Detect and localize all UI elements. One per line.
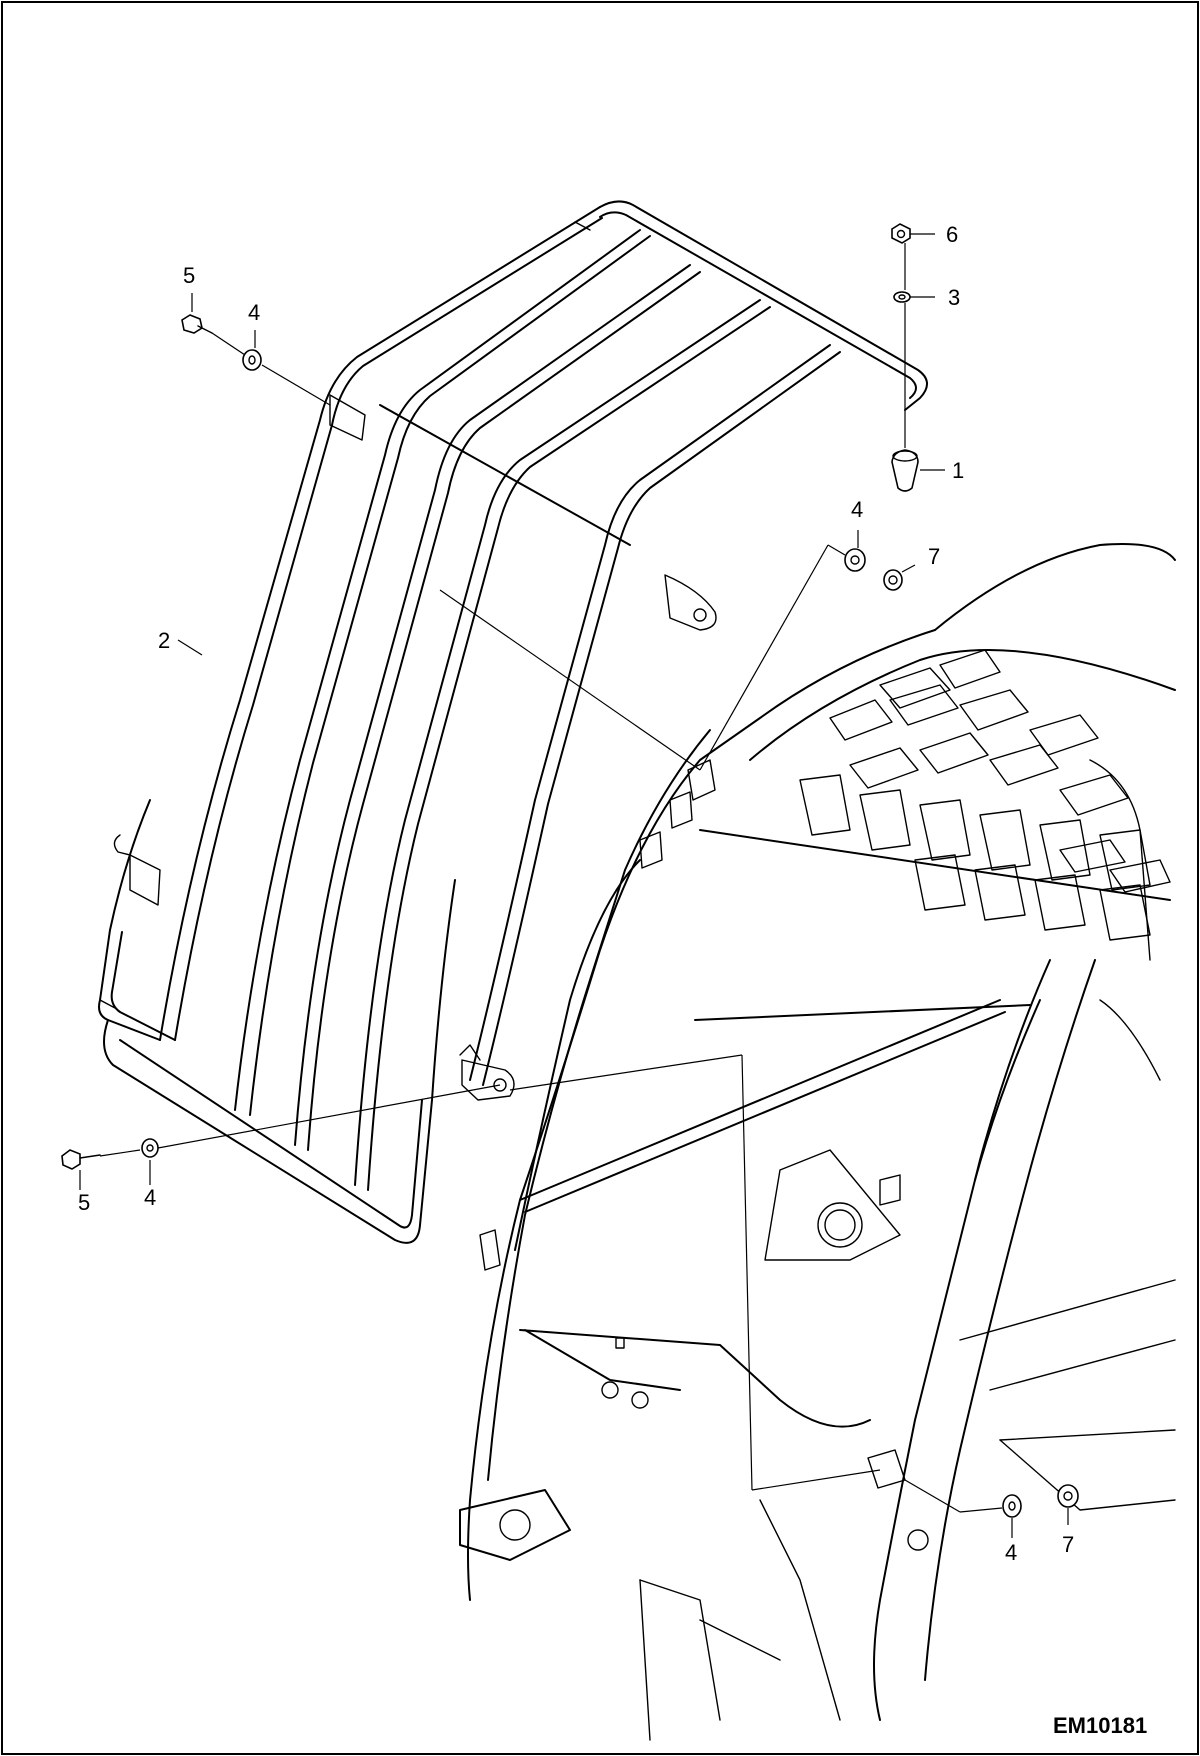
rear-guard-frame [98, 200, 928, 1244]
callout-washer-top: 4 [248, 300, 260, 325]
frame-brackets [479, 759, 906, 1489]
washer-4-right-top [844, 548, 866, 572]
bumper-1 [891, 449, 919, 492]
nut-7-right-bottom [1057, 1484, 1079, 1508]
callout-washer-bottom: 4 [144, 1185, 156, 1210]
nut-7-right-top [883, 569, 903, 591]
washer-4-top [242, 349, 262, 371]
washer-4-bottom [141, 1138, 159, 1158]
washer-4-right-bottom [1002, 1494, 1022, 1518]
callout-guard: 2 [158, 628, 170, 653]
callout-nut-6: 6 [946, 222, 958, 247]
callout-nut-right-top: 7 [928, 544, 940, 569]
leader-lines [79, 233, 1069, 1538]
bolt-5-bottom [61, 1149, 101, 1170]
canopy-grid [799, 649, 1171, 941]
callout-bolt-top: 5 [183, 263, 195, 288]
callout-nut-right-bottom: 7 [1062, 1532, 1074, 1557]
callout-bolt-bottom: 5 [78, 1190, 90, 1215]
callout-bumper-1: 1 [952, 458, 964, 483]
callout-washer-right-top: 4 [851, 497, 863, 522]
callout-washer-3: 3 [948, 285, 960, 310]
machine-frame [459, 543, 1176, 1741]
figure-code: EM10181 [1053, 1713, 1147, 1738]
callout-washer-right-bottom: 4 [1005, 1540, 1017, 1565]
nut-6 [891, 223, 911, 244]
bolt-5-top [181, 314, 213, 334]
washer-3 [893, 291, 911, 303]
